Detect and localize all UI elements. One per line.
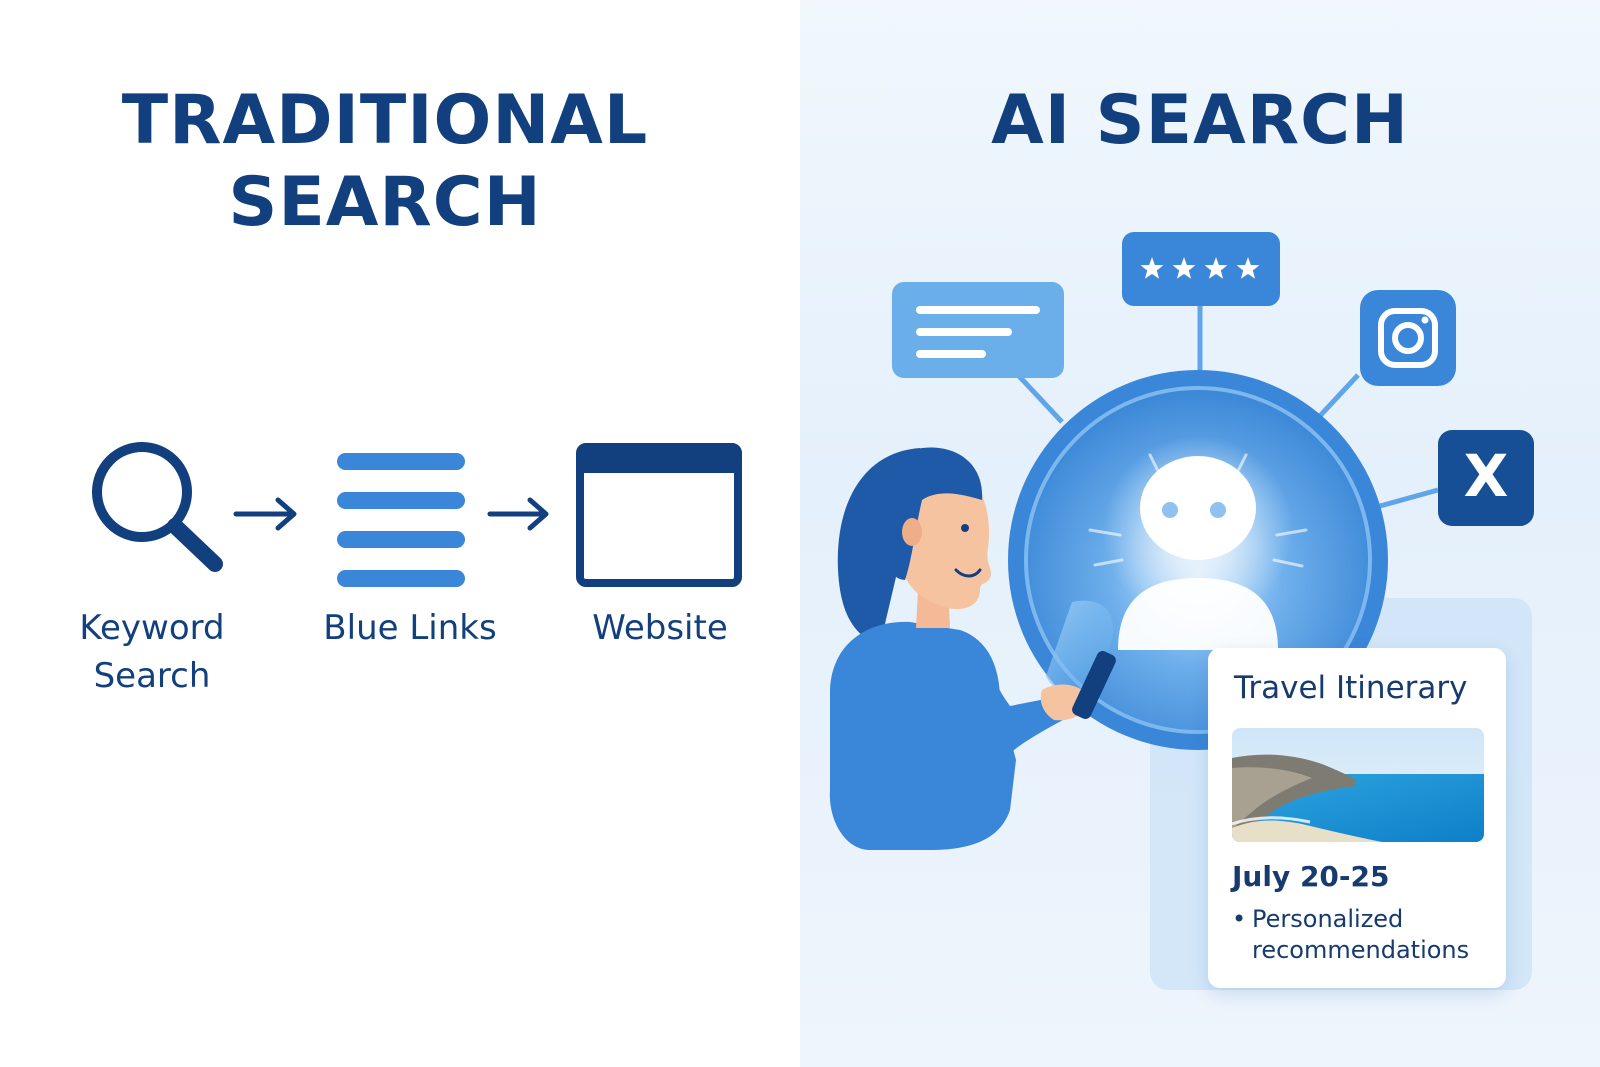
traditional-search-title: TRADITIONAL SEARCH [121,81,649,242]
traditional-search-panel: TRADITIONAL SEARCH [79,81,742,696]
bullet-mark: • [1232,905,1247,933]
website-label: Website [592,608,728,648]
star-icon [1172,257,1196,279]
arrow-icon [487,497,549,531]
ai-search-title: AI SEARCH [991,81,1409,160]
instagram-icon [1360,290,1456,386]
list-lines-icon [337,453,465,587]
beach-photo-image [1232,728,1484,842]
star-rating-icon [1122,232,1280,306]
card-bullet-text: Personalized recommendations [1252,905,1470,964]
browser-window-icon [576,443,742,587]
card-title: Travel Itinerary [1234,670,1468,706]
traditional-flow-diagram [92,442,742,587]
x-logo-text: X [1464,442,1509,510]
robot-avatar-icon [1118,456,1278,650]
x-logo-icon: X [1438,430,1534,526]
travel-itinerary-card[interactable]: Travel Itinerary July 20-25 • Perso [1208,648,1506,988]
connector-lines [1016,305,1439,509]
text-bubble-icon [892,282,1064,378]
person-with-phone-illustration [829,447,1116,850]
blue-links-label: Blue Links [323,608,497,648]
beach-scene [1232,728,1484,842]
card-bullet-item: • Personalized recommendations [1232,904,1502,966]
star-icon [1204,257,1228,279]
keyword-search-label: Keyword Search [79,608,225,696]
star-icon [1140,257,1164,279]
arrow-icon [233,497,297,531]
magnifier-icon [92,442,223,572]
card-date: July 20-25 [1232,860,1390,893]
star-icon [1236,257,1260,279]
